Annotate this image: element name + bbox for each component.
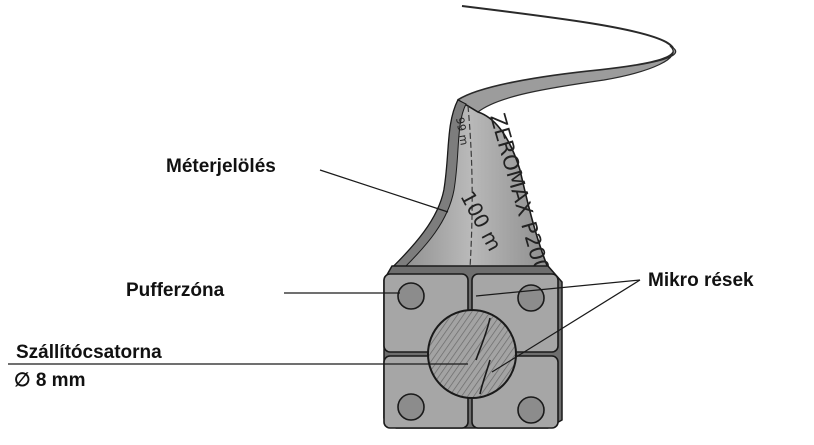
- label-meter-marking: Méterjelölés: [166, 156, 276, 177]
- label-buffer-zone: Pufferzóna: [126, 280, 225, 301]
- ribbon-tail-body: [458, 46, 676, 112]
- label-micro-gaps: Mikro rések: [648, 270, 754, 291]
- label-transport-channel: Szállítócsatorna: [16, 342, 162, 363]
- label-diameter: ∅ 8 mm: [14, 370, 85, 391]
- buffer-hole-bottom-right: [518, 397, 544, 423]
- buffer-hole-bottom-left: [398, 394, 424, 420]
- buffer-hole-top-right: [518, 285, 544, 311]
- transport-channel: [428, 310, 516, 398]
- buffer-hole-top-left: [398, 283, 424, 309]
- leader-meter-marking: [320, 170, 448, 212]
